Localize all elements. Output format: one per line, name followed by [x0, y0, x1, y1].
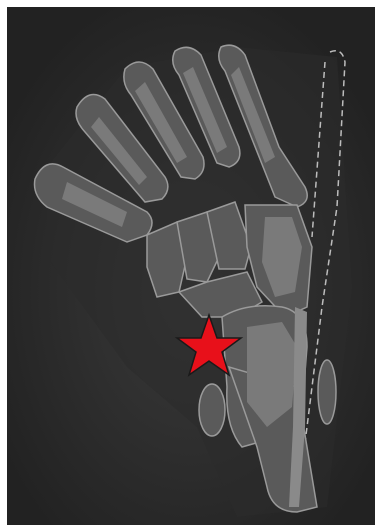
foot-skeleton-diagram [7, 7, 375, 525]
lateral-ossicle [318, 360, 336, 424]
foot-xray-image [7, 7, 375, 525]
sesamoid-bone [199, 384, 225, 436]
